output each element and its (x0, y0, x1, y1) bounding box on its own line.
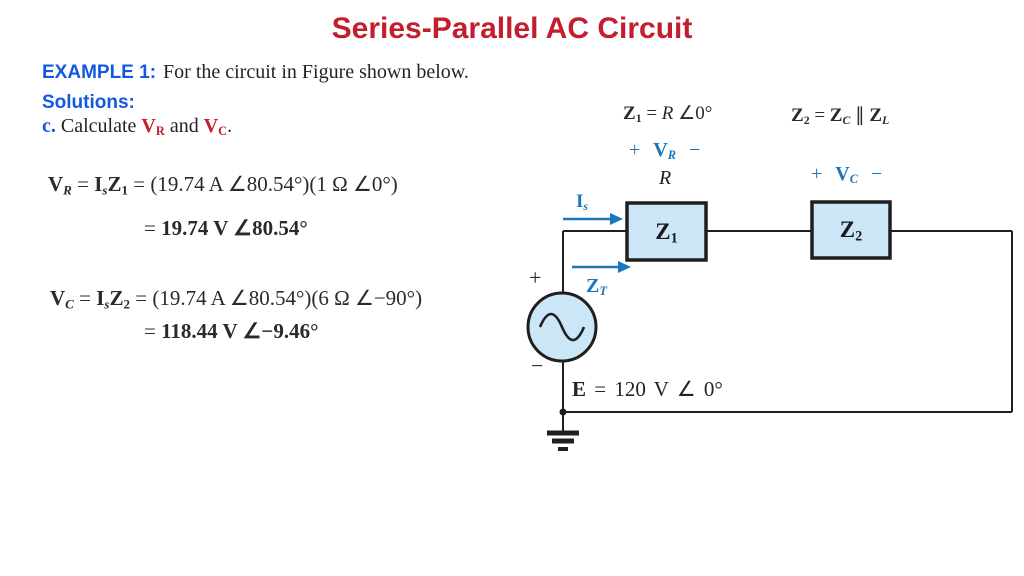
total-impedance-arrow-icon (572, 261, 631, 273)
equation-vr-line1: VR = IsZ1 = (19.74 A ∠80.54°)(1 Ω ∠0°) (48, 172, 398, 198)
source-plus-sign: + (529, 265, 542, 290)
equation-vc-result: = 118.44 V ∠−9.46° (144, 319, 319, 343)
z2-equation-label: Z2 = ZC ∥ ZL (791, 105, 890, 127)
sine-wave-icon (538, 312, 586, 342)
total-impedance-label: ZT (586, 275, 607, 299)
junction-dot (559, 408, 567, 416)
item-c-period: . (227, 115, 233, 137)
equation-vr-result: = 19.74 V ∠80.54° (144, 216, 308, 240)
ac-source-icon (526, 291, 598, 363)
vc-polarity-label: + VC − (811, 163, 883, 187)
source-minus-sign: − (531, 353, 544, 378)
example-line: EXAMPLE 1: For the circuit in Figure show… (42, 61, 469, 83)
z2-box-label: Z2 (839, 217, 863, 245)
source-current-arrow-icon (563, 213, 623, 225)
source-current-label: Is (576, 191, 588, 213)
vr-term: VR (141, 115, 165, 139)
z1-box (625, 201, 708, 262)
equation-vc-line1: VC = IsZ2 = (19.74 A ∠80.54°)(6 Ω ∠−90°) (50, 286, 423, 312)
page-title: Series-Parallel AC Circuit (331, 12, 693, 45)
vr-polarity-label: + VR − (629, 139, 701, 163)
and-text: and (169, 115, 199, 137)
example-text: For the circuit in Figure shown below. (163, 61, 469, 83)
vc-term: VC (203, 115, 228, 139)
solutions-label: Solutions: (42, 92, 135, 113)
ground-icon (547, 430, 579, 451)
solution-item-c: c.Calculate VR and VC. (42, 115, 232, 137)
z1-equation-label: Z1 = R ∠0° (623, 103, 713, 125)
z1-box-label: Z1 (655, 218, 678, 247)
r-label: R (659, 167, 672, 189)
item-c-verb: Calculate (60, 115, 137, 137)
source-voltage-label: E = 120 V ∠ 0° (572, 377, 723, 401)
item-c-prefix: c. (42, 115, 56, 137)
example-label: EXAMPLE 1: (42, 62, 157, 83)
z2-box (810, 200, 892, 260)
